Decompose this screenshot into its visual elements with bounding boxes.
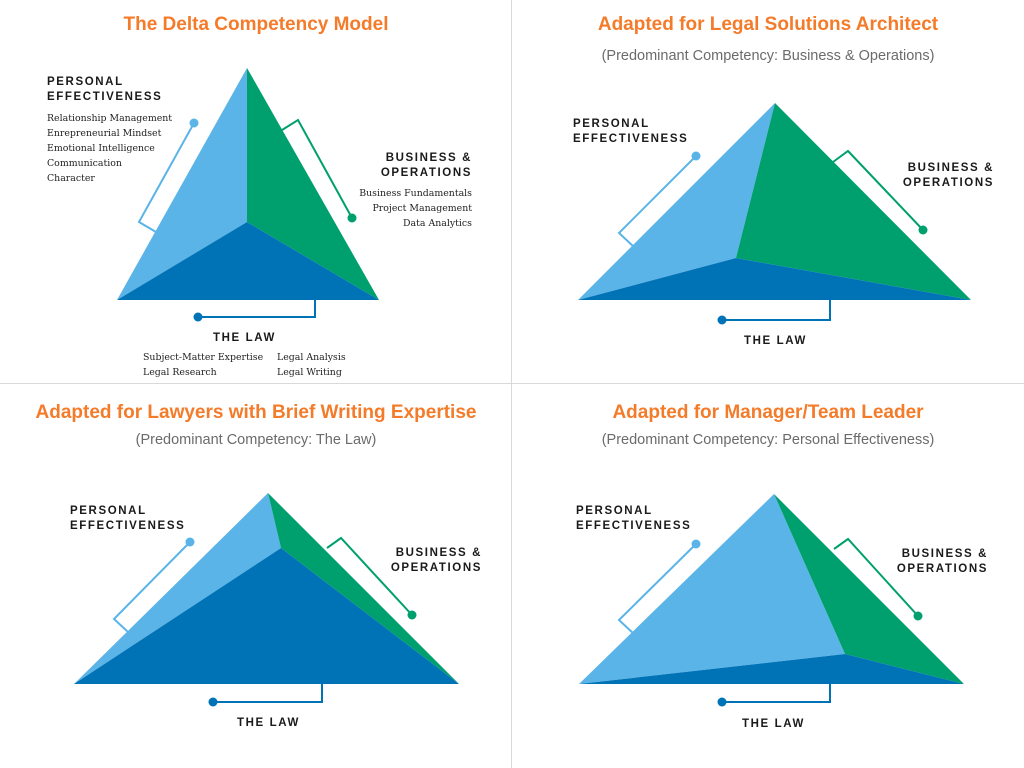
personal-label-line1: PERSONAL: [573, 118, 650, 130]
panel-delta-model: The Delta Competency Model PERSONAL EFFE…: [0, 0, 512, 384]
the-law-list-right: Legal Analysis Legal Writing: [277, 350, 346, 380]
business-label-line2: OPERATIONS: [896, 563, 988, 575]
personal-effectiveness-label: PERSONAL EFFECTIVENESS: [573, 117, 688, 147]
the-law-list-left: Subject-Matter Expertise Legal Research: [143, 350, 263, 380]
personal-effectiveness-face: [578, 103, 775, 300]
the-law-label: THE LAW: [237, 717, 300, 729]
panel-title: The Delta Competency Model: [123, 14, 389, 35]
business-operations-list: Business Fundamentals Project Management…: [359, 186, 472, 231]
panel-title: Adapted for Lawyers with Brief Writing E…: [35, 402, 477, 423]
list-item: Legal Research: [143, 367, 217, 378]
business-label-line2: OPERATIONS: [390, 562, 482, 574]
business-label-line1: BUSINESS &: [395, 547, 482, 559]
law-bracket-dot: [717, 315, 727, 325]
business-bracket-dot: [913, 611, 923, 621]
list-item: Subject-Matter Expertise: [143, 352, 264, 363]
panel-legal-solutions-architect: Adapted for Legal Solutions Architect (P…: [512, 0, 1024, 384]
business-label-line2: OPERATIONS: [902, 177, 994, 189]
business-operations-label: BUSINESS & OPERATIONS: [391, 546, 482, 576]
list-item: Relationship Management: [47, 113, 173, 124]
panel-subtitle: (Predominant Competency: The Law): [135, 432, 377, 448]
personal-effectiveness-list: Relationship Management Enrepreneurial M…: [47, 111, 172, 186]
personal-label-line2: EFFECTIVENESS: [47, 91, 163, 103]
list-item: Enrepreneurial Mindset: [47, 128, 162, 139]
personal-effectiveness-label: PERSONAL EFFECTIVENESS: [70, 504, 185, 534]
vertical-divider: [511, 0, 512, 768]
law-bracket: [722, 300, 831, 321]
personal-bracket: [617, 543, 697, 635]
law-bracket: [213, 684, 323, 703]
panel-subtitle: (Predominant Competency: Personal Effect…: [601, 432, 935, 448]
personal-label-line2: EFFECTIVENESS: [573, 133, 689, 145]
business-label-line2: OPERATIONS: [380, 167, 472, 179]
personal-effectiveness-label: PERSONAL EFFECTIVENESS: [576, 504, 691, 534]
panel-manager-team-leader: Adapted for Manager/Team Leader (Predomi…: [512, 384, 1024, 768]
personal-bracket: [137, 122, 195, 233]
panel-brief-writing-expertise: Adapted for Lawyers with Brief Writing E…: [0, 384, 512, 768]
business-bracket-dot: [918, 225, 928, 235]
list-item: Legal Analysis: [277, 352, 346, 363]
personal-label-line2: EFFECTIVENESS: [576, 520, 692, 532]
business-bracket-dot: [347, 213, 357, 223]
personal-label-line1: PERSONAL: [576, 505, 653, 517]
business-operations-face: [247, 68, 379, 300]
list-item: Communication: [47, 158, 122, 169]
personal-bracket: [112, 541, 191, 633]
law-bracket-dot: [193, 312, 203, 322]
personal-label-line1: PERSONAL: [47, 76, 124, 88]
personal-bracket-dot: [189, 118, 199, 128]
delta-diagram: [578, 103, 971, 325]
personal-effectiveness-face: [74, 493, 281, 684]
delta-diagram: [117, 68, 379, 322]
business-bracket-dot: [407, 610, 417, 620]
the-law-face: [578, 258, 971, 300]
panel-title: Adapted for Manager/Team Leader: [612, 402, 924, 423]
personal-bracket: [617, 155, 697, 248]
list-item: Character: [47, 173, 95, 184]
business-label-line1: BUSINESS &: [385, 152, 472, 164]
law-bracket: [198, 300, 316, 318]
business-operations-face: [774, 494, 964, 684]
horizontal-divider: [0, 383, 1024, 384]
business-operations-label: BUSINESS & OPERATIONS: [381, 151, 472, 181]
personal-effectiveness-face: [579, 494, 845, 684]
the-law-face: [579, 654, 964, 684]
list-item: Business Fundamentals: [359, 188, 472, 199]
list-item: Legal Writing: [277, 367, 342, 378]
law-bracket: [722, 684, 831, 703]
personal-bracket-dot: [185, 537, 195, 547]
personal-effectiveness-face: [117, 68, 247, 300]
personal-label-line2: EFFECTIVENESS: [70, 520, 186, 532]
list-item: Data Analytics: [403, 218, 472, 229]
the-law-face: [117, 222, 379, 300]
business-bracket: [281, 118, 353, 219]
list-item: Emotional Intelligence: [47, 143, 155, 154]
panel-title: Adapted for Legal Solutions Architect: [597, 14, 939, 35]
business-operations-label: BUSINESS & OPERATIONS: [903, 161, 994, 191]
business-bracket: [832, 149, 924, 231]
the-law-label: THE LAW: [213, 332, 276, 344]
the-law-label: THE LAW: [744, 335, 807, 347]
law-bracket-dot: [208, 697, 218, 707]
the-law-label: THE LAW: [742, 718, 805, 730]
personal-bracket-dot: [691, 151, 701, 161]
business-operations-face: [736, 103, 971, 300]
business-label-line1: BUSINESS &: [901, 548, 988, 560]
delta-diagram: [74, 493, 459, 707]
personal-bracket-dot: [691, 539, 701, 549]
the-law-face: [74, 548, 459, 684]
personal-effectiveness-label: PERSONAL EFFECTIVENESS: [47, 75, 162, 105]
business-operations-label: BUSINESS & OPERATIONS: [897, 547, 988, 577]
business-bracket: [326, 536, 413, 616]
law-bracket-dot: [717, 697, 727, 707]
panel-subtitle: (Predominant Competency: Business & Oper…: [601, 48, 935, 64]
personal-label-line1: PERSONAL: [70, 505, 147, 517]
list-item: Project Management: [372, 203, 473, 214]
business-label-line1: BUSINESS &: [907, 162, 994, 174]
business-bracket: [833, 537, 919, 617]
business-operations-face: [268, 493, 459, 684]
delta-diagram: [579, 494, 964, 707]
